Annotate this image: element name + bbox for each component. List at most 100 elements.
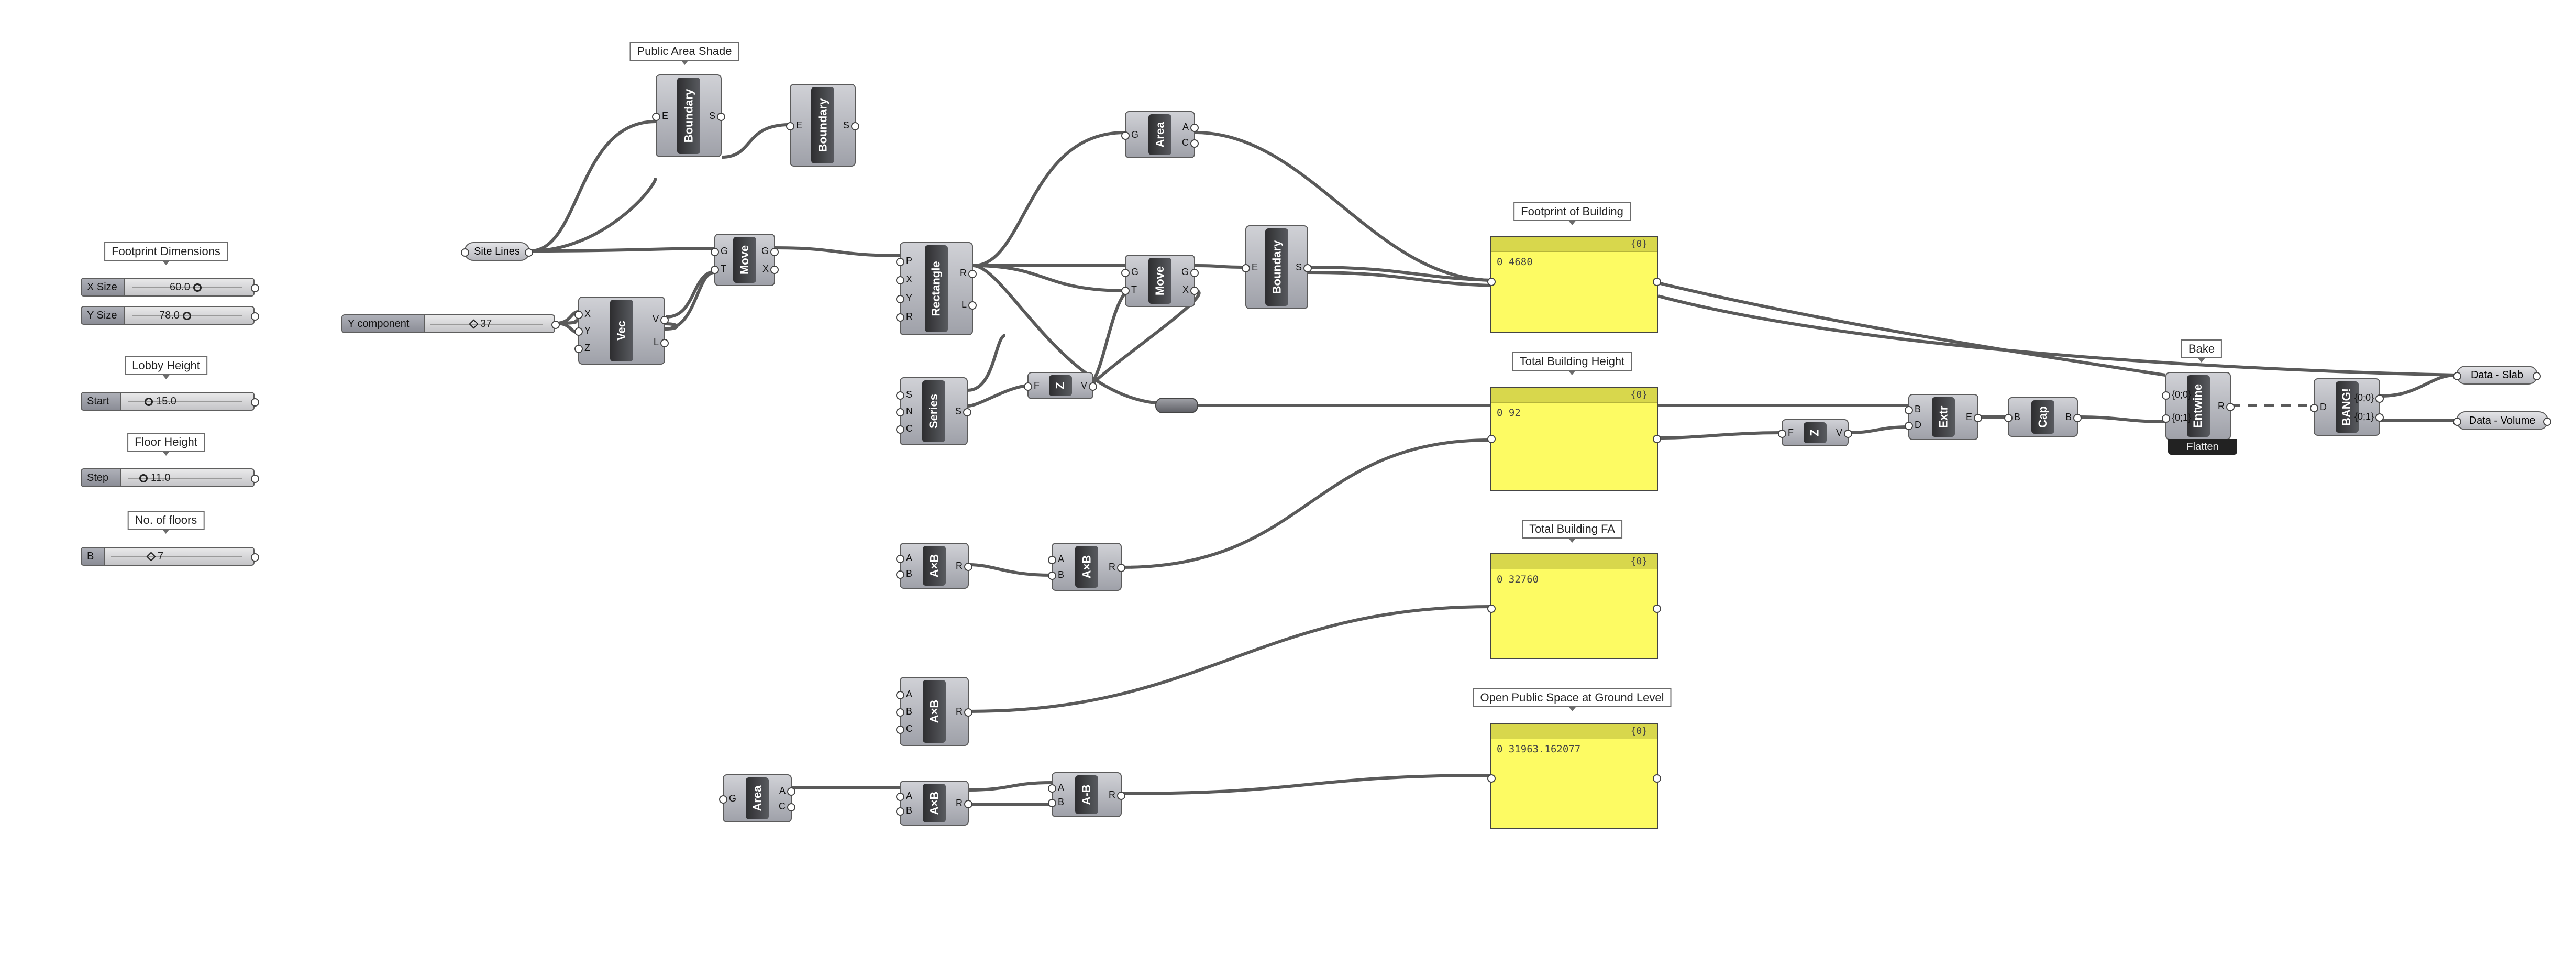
input-pin[interactable]: [786, 122, 794, 130]
output-pin[interactable]: [963, 408, 971, 416]
output-pin[interactable]: [2226, 403, 2235, 411]
slider-track[interactable]: [111, 556, 242, 557]
output-pin[interactable]: [787, 787, 795, 796]
output-pin[interactable]: [1653, 278, 1661, 286]
output-pin[interactable]: [1974, 414, 1982, 422]
input-pin[interactable]: [1778, 430, 1786, 438]
input-pin[interactable]: [1487, 605, 1496, 613]
input-pin[interactable]: [2162, 414, 2170, 423]
x-size-slider[interactable]: X Size 60.0: [81, 278, 259, 297]
input-pin[interactable]: [2453, 418, 2461, 426]
floors-slider[interactable]: B 7: [81, 547, 259, 566]
slider-knob-icon[interactable]: [182, 311, 191, 320]
entwine-component[interactable]: Entwine{0;0}{0;1}R: [2162, 372, 2235, 440]
output-pin[interactable]: [251, 398, 259, 407]
input-pin[interactable]: [1487, 435, 1496, 443]
panel-total-building-fa[interactable]: {0} 0 32760: [1487, 553, 1661, 659]
slider-track[interactable]: [430, 324, 543, 325]
slider-value[interactable]: 37: [469, 318, 492, 330]
input-pin[interactable]: [574, 327, 583, 336]
data-slab-param[interactable]: Data - Slab: [2453, 366, 2541, 385]
output-pin[interactable]: [770, 248, 779, 257]
input-pin[interactable]: [461, 248, 469, 257]
output-pin[interactable]: [251, 475, 259, 483]
output-pin[interactable]: [2375, 394, 2384, 403]
input-pin[interactable]: [896, 425, 904, 434]
output-pin[interactable]: [251, 284, 259, 292]
output-pin[interactable]: [525, 248, 533, 257]
output-pin[interactable]: [968, 270, 977, 279]
slider-value[interactable]: 60.0: [170, 281, 205, 293]
input-pin[interactable]: [1121, 269, 1130, 278]
input-pin[interactable]: [2310, 404, 2318, 412]
input-pin[interactable]: [896, 570, 904, 579]
output-pin[interactable]: [251, 553, 259, 562]
input-pin[interactable]: [896, 313, 904, 322]
input-pin[interactable]: [1487, 278, 1496, 286]
slider-value[interactable]: 15.0: [145, 396, 176, 408]
input-pin[interactable]: [652, 113, 660, 121]
output-pin[interactable]: [1303, 264, 1312, 272]
output-pin[interactable]: [964, 563, 972, 571]
input-pin[interactable]: [574, 344, 583, 353]
panel-total-building-height[interactable]: {0} 0 92: [1487, 387, 1661, 491]
output-pin[interactable]: [964, 800, 972, 808]
relay[interactable]: [1155, 398, 1198, 413]
output-pin[interactable]: [2533, 372, 2541, 380]
slider-value[interactable]: 7: [146, 551, 163, 563]
input-pin[interactable]: [896, 555, 904, 564]
slider-track[interactable]: [128, 401, 242, 402]
lobby-start-slider[interactable]: Start 15.0: [81, 392, 259, 411]
output-pin[interactable]: [1844, 430, 1852, 438]
output-pin[interactable]: [1190, 124, 1199, 132]
data-volume-param[interactable]: Data - Volume: [2453, 411, 2551, 430]
output-pin[interactable]: [964, 708, 972, 717]
output-pin[interactable]: [1089, 382, 1097, 391]
input-pin[interactable]: [2004, 414, 2013, 422]
slider-knob-icon[interactable]: [193, 283, 202, 292]
y-component-slider[interactable]: Y component 37: [341, 314, 560, 333]
input-pin[interactable]: [896, 807, 904, 816]
input-pin[interactable]: [1048, 572, 1056, 580]
input-pin[interactable]: [1121, 131, 1130, 140]
input-pin[interactable]: [1242, 264, 1250, 272]
slider-track[interactable]: [132, 287, 242, 288]
floor-step-slider[interactable]: Step 11.0: [81, 468, 259, 487]
output-pin[interactable]: [1190, 269, 1199, 278]
output-pin[interactable]: [1117, 792, 1125, 800]
output-pin[interactable]: [968, 301, 977, 310]
input-pin[interactable]: [1905, 421, 1913, 430]
input-pin[interactable]: [1024, 382, 1032, 391]
input-pin[interactable]: [1487, 774, 1496, 783]
input-pin[interactable]: [1048, 799, 1056, 808]
output-pin[interactable]: [1653, 605, 1661, 613]
input-pin[interactable]: [1048, 555, 1056, 564]
site-lines-param[interactable]: Site Lines: [461, 242, 533, 261]
output-pin[interactable]: [717, 113, 725, 121]
output-pin[interactable]: [2543, 418, 2551, 426]
slider-knob-icon[interactable]: [146, 552, 156, 562]
input-pin[interactable]: [896, 276, 904, 285]
input-pin[interactable]: [719, 795, 727, 804]
input-pin[interactable]: [711, 265, 719, 274]
input-pin[interactable]: [896, 294, 904, 303]
input-pin[interactable]: [896, 408, 904, 416]
input-pin[interactable]: [896, 691, 904, 699]
output-pin[interactable]: [551, 321, 560, 329]
input-pin[interactable]: [1121, 286, 1130, 295]
slider-knob-icon[interactable]: [139, 474, 148, 482]
